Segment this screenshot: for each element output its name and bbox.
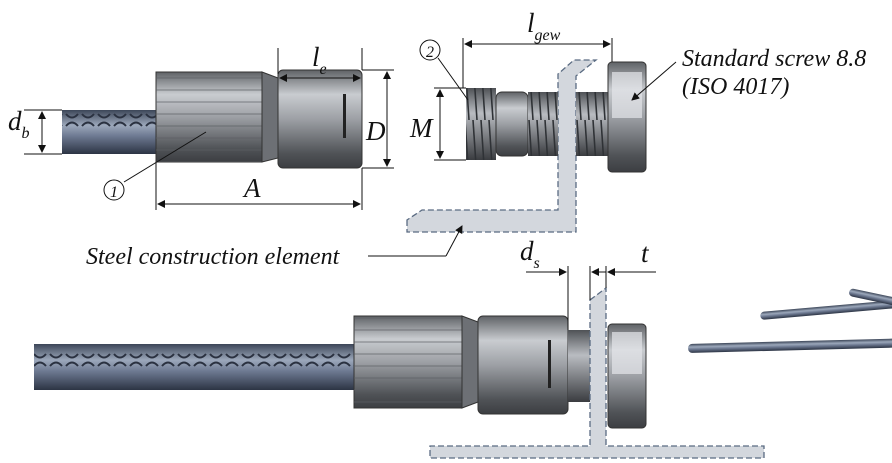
screw-label-line1: Standard screw 8.8 — [682, 46, 866, 72]
loose-rebar-2 — [760, 298, 892, 320]
dim-M: M — [409, 87, 466, 161]
bottom-rebar-ribs — [34, 344, 360, 390]
bottom-coupler-taper — [461, 315, 479, 409]
bottom-gap — [568, 330, 590, 402]
top-left-thread-lines — [466, 88, 496, 160]
le-label: l — [312, 42, 320, 72]
dim-D: D — [362, 69, 394, 169]
top-steel-angle — [406, 59, 598, 233]
db-label: d — [8, 106, 22, 136]
bottom-hex-head-face — [612, 332, 642, 374]
svg-text:db: db — [8, 106, 30, 142]
le-subscript: e — [320, 61, 327, 78]
svg-text:le: le — [312, 42, 327, 78]
loose-rebar-3 — [849, 288, 892, 308]
dim-A: A — [155, 162, 363, 210]
marker-2: 2 — [419, 39, 469, 101]
ds-label: d — [520, 236, 534, 266]
svg-text:ds: ds — [520, 236, 540, 272]
marker-1: 1 — [103, 131, 207, 201]
loose-rebar-1 — [688, 337, 892, 353]
top-hex-head-face — [612, 72, 642, 118]
marker-1-label: 1 — [110, 184, 118, 201]
screw-callout: Standard screw 8.8 (ISO 4017) — [631, 46, 866, 101]
dim-ds: ds — [520, 236, 606, 330]
steel-element-label: Steel construction element — [86, 244, 341, 270]
bottom-coupler-head — [477, 315, 569, 415]
bottom-steel-angle — [429, 286, 765, 459]
top-coupler-marking — [343, 94, 346, 138]
t-label: t — [641, 238, 650, 268]
top-coupler-assembly — [62, 69, 363, 169]
screw-label-line2: (ISO 4017) — [682, 74, 789, 100]
top-coupler-taper — [261, 71, 279, 163]
steel-element-callout: Steel construction element — [86, 225, 463, 270]
top-rebar-ribs — [62, 110, 158, 154]
top-bolt-shank-right-lines — [576, 92, 608, 156]
top-coupler-head — [277, 69, 363, 169]
A-label: A — [242, 173, 261, 203]
ds-subscript: s — [534, 255, 540, 272]
D-label: D — [365, 116, 386, 146]
top-bolt-collar — [495, 91, 529, 157]
top-bolt-shank-lines — [528, 92, 558, 156]
loose-rebars — [688, 288, 892, 353]
dim-lgew: lgew — [462, 8, 613, 88]
dim-le: le — [277, 42, 363, 82]
svg-text:lgew: lgew — [527, 8, 561, 44]
top-coupler-flutes — [156, 72, 262, 162]
lgew-subscript: gew — [535, 27, 561, 44]
dim-db: db — [8, 106, 62, 155]
bottom-assembly — [34, 286, 765, 459]
db-subscript: b — [22, 125, 30, 142]
top-bolt-assembly — [406, 59, 647, 233]
bottom-coupler-flutes — [354, 316, 462, 408]
lgew-label: l — [527, 8, 535, 38]
dim-t: t — [605, 238, 656, 288]
M-label: M — [409, 113, 434, 143]
bottom-coupler-marking — [548, 340, 551, 388]
marker-2-label: 2 — [426, 44, 434, 61]
